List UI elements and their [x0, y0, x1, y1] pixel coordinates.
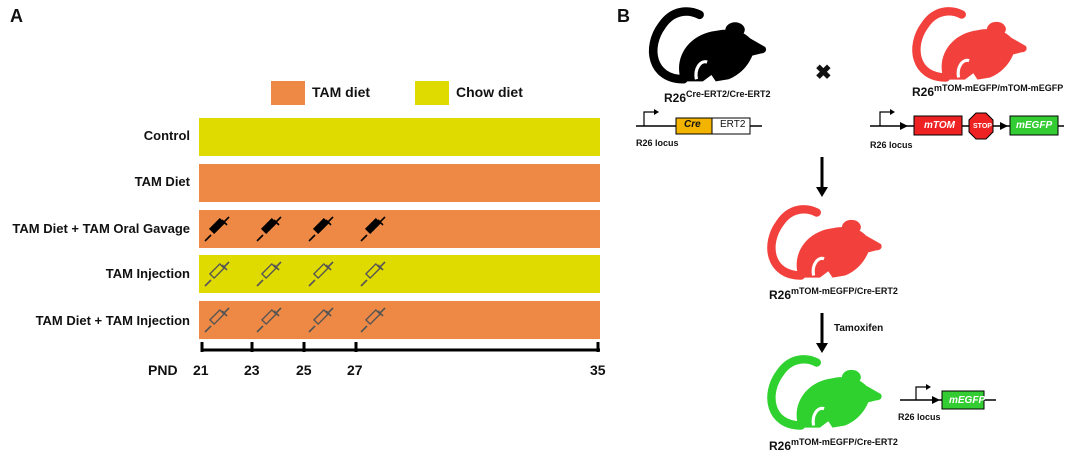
timeline-bar-tam-injection — [198, 254, 601, 294]
arrow-down-tamoxifen-icon — [816, 313, 828, 353]
offspring-genotype-base: R26 — [769, 288, 792, 302]
result-construct-diagram — [900, 384, 996, 410]
row-label-tam-diet-oral-gavage: TAM Diet + TAM Oral Gavage — [12, 221, 190, 236]
parent1-genotype-sup: Cre-ERT2/Cre-ERT2 — [686, 89, 771, 99]
syringe-icon — [254, 305, 284, 335]
syringe-icon — [358, 214, 388, 244]
syringe-icon — [306, 214, 336, 244]
red-mouse-icon — [902, 4, 1032, 88]
row-label-tam-injection: TAM Injection — [105, 266, 190, 281]
legend-label-chow-diet: Chow diet — [456, 84, 523, 100]
syringe-icon — [306, 305, 336, 335]
syringe-icon — [254, 214, 284, 244]
legend-swatch-tam-diet — [271, 81, 305, 105]
parent1-box-cre: Cre — [684, 119, 701, 130]
syringe-icon — [358, 305, 388, 335]
result-genotype-sup: mTOM-mEGFP/Cre-ERT2 — [791, 437, 898, 447]
parent2-locus-label: R26 locus — [870, 140, 913, 150]
parent1-genotype: R26Cre-ERT2/Cre-ERT2 — [664, 89, 771, 105]
parent2-construct-diagram — [870, 109, 1064, 140]
syringe-icon — [202, 259, 232, 289]
syringe-icon — [306, 259, 336, 289]
parent2-genotype-base: R26 — [912, 85, 935, 99]
tick-label-25: 25 — [296, 362, 312, 378]
pnd-axis — [200, 342, 600, 352]
timeline-bar-control — [198, 117, 601, 157]
arrow-down-icon — [816, 157, 828, 197]
parent1-construct-diagram — [636, 109, 762, 135]
green-mouse-icon — [757, 352, 887, 436]
injection-markers-oral-gavage — [198, 209, 601, 249]
tick-label-23: 23 — [244, 362, 260, 378]
treatment-label: Tamoxifen — [834, 323, 884, 334]
timeline-bar-tam-diet-tam-injection — [198, 300, 601, 340]
cross-symbol: ✖ — [815, 62, 832, 84]
syringe-icon — [254, 259, 284, 289]
tick-label-27: 27 — [347, 362, 363, 378]
panel-a-letter: A — [10, 6, 23, 26]
offspring-genotype-sup: mTOM-mEGFP/Cre-ERT2 — [791, 286, 898, 296]
parent2-stop-sign: STOP — [973, 123, 992, 130]
parent2-genotype: R26mTOM-mEGFP/mTOM-mEGFP — [912, 83, 1063, 99]
syringe-icon — [202, 214, 232, 244]
syringe-icon — [202, 305, 232, 335]
row-label-control: Control — [143, 128, 190, 143]
axis-label-pnd: PND — [148, 362, 178, 378]
black-mouse-icon — [640, 4, 770, 90]
red-mouse-offspring-icon — [757, 202, 887, 286]
legend-label-tam-diet: TAM diet — [312, 84, 371, 100]
injection-markers-tam-diet-tam-injection — [198, 300, 601, 340]
tick-label-21: 21 — [193, 362, 209, 378]
panel-b-letter: B — [617, 6, 630, 26]
timeline-bar-tam-diet — [198, 163, 601, 203]
tick-label-35: 35 — [590, 362, 606, 378]
parent1-genotype-base: R26 — [664, 91, 687, 105]
parent1-box-ert2: ERT2 — [720, 119, 746, 130]
result-locus-label: R26 locus — [898, 412, 941, 422]
parent2-box-megfp: mEGFP — [1016, 120, 1053, 131]
parent2-genotype-sup: mTOM-mEGFP/mTOM-mEGFP — [934, 83, 1064, 93]
row-label-tam-diet-tam-injection: TAM Diet + TAM Injection — [35, 313, 190, 328]
result-genotype-base: R26 — [769, 439, 792, 453]
legend-swatch-chow-diet — [415, 81, 449, 105]
injection-markers-tam-injection — [198, 254, 601, 294]
row-label-tam-diet: TAM Diet — [134, 174, 190, 189]
parent1-locus-label: R26 locus — [636, 138, 679, 148]
offspring-genotype: R26mTOM-mEGFP/Cre-ERT2 — [769, 286, 898, 302]
parent2-box-mtom: mTOM — [924, 120, 955, 131]
result-genotype: R26mTOM-mEGFP/Cre-ERT2 — [769, 437, 898, 453]
result-box-megfp: mEGFP — [949, 395, 986, 406]
syringe-icon — [358, 259, 388, 289]
